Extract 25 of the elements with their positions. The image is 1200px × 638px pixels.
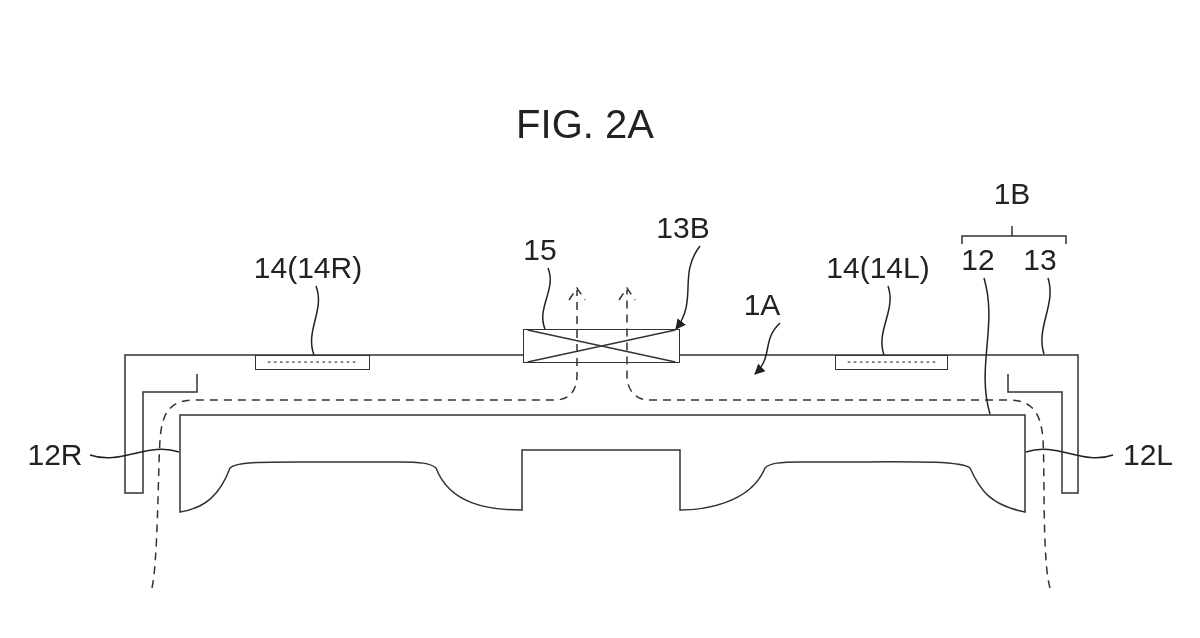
reference-numeral: 13B [651,210,715,246]
leader-line [881,285,891,356]
reference-numeral: 14(14L) [813,250,943,286]
fan-unit [523,329,680,363]
leader-line [1041,277,1051,355]
leader-line [89,448,180,459]
reference-numeral: 15 [518,232,562,268]
leader-line [1025,448,1114,459]
figure-title: FIG. 2A [515,101,655,148]
reference-numeral: 13 [1018,242,1062,278]
reference-numeral: 1B [992,176,1032,212]
leader-line [310,285,320,356]
reference-numeral: 1A [739,287,785,323]
reference-numeral: 12R [20,437,90,473]
leader-line [983,277,991,415]
leader-line [542,267,551,330]
housing-cover [124,354,1079,494]
reference-numeral: 14(14R) [243,250,373,286]
heater-strip [835,355,948,370]
arrow [754,322,781,375]
arrow [675,245,701,330]
main-body [179,414,1026,513]
reference-numeral: 12 [956,242,1000,278]
reference-numeral: 12L [1113,437,1183,473]
heater-strip [255,355,370,370]
